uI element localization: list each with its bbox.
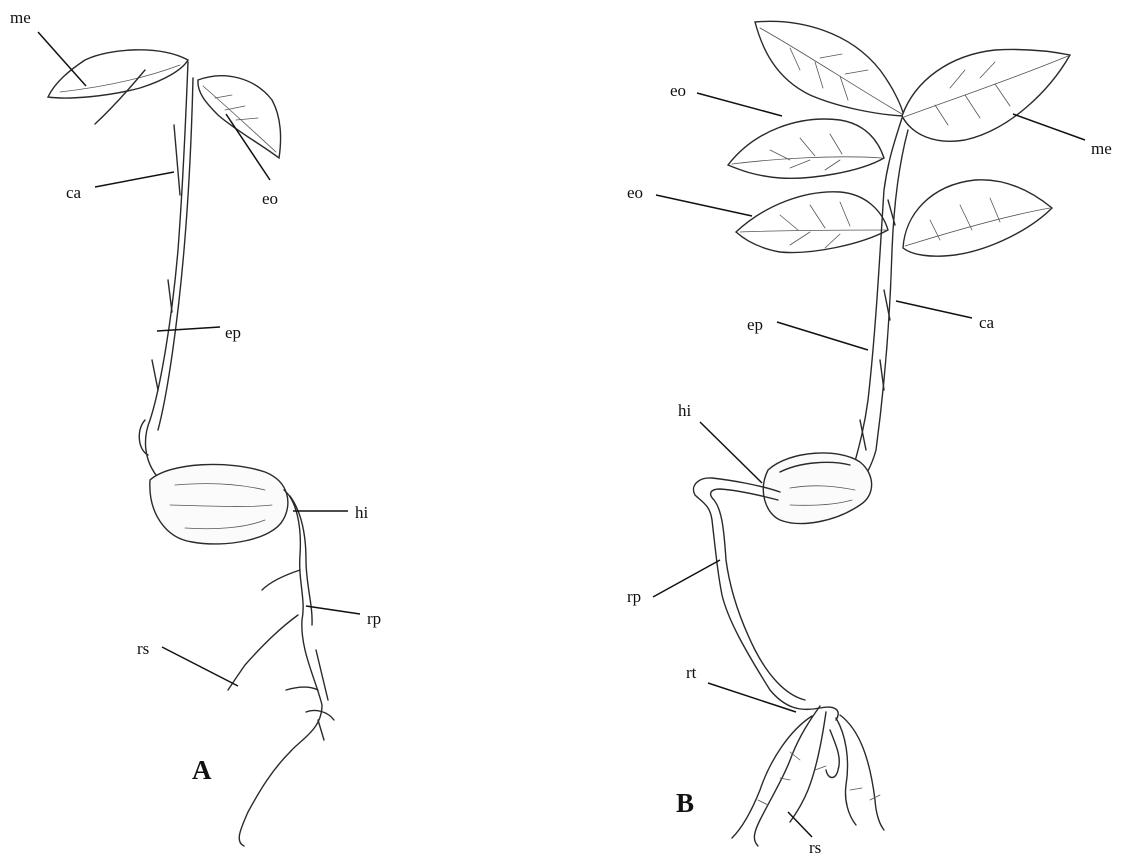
- panel-a-label-hi: hi: [355, 503, 369, 522]
- panel-a-primary-root: [239, 490, 322, 846]
- panel-b-leader-ca: [896, 301, 972, 318]
- panel-b-top-right-leaf: [902, 49, 1070, 141]
- panel-b-bottom-left-leaf: [736, 192, 888, 253]
- panel-a-label-rp: rp: [367, 609, 381, 628]
- panel-b-leader-eo-upper: [697, 93, 782, 116]
- panel-a-label-ep: ep: [225, 323, 241, 342]
- panel-b-leader-me: [1013, 114, 1085, 140]
- panel-b-label-me: me: [1091, 139, 1112, 158]
- panel-a-label-rs: rs: [137, 639, 149, 658]
- panel-b-leader-rs: [788, 812, 812, 837]
- panel-b-drawing: [694, 21, 1070, 846]
- panel-a-leader-rs: [162, 647, 238, 686]
- panel-b-leader-ep: [777, 322, 868, 350]
- panel-a-leader-lines: [38, 32, 360, 686]
- panel-b-label-ep: ep: [747, 315, 763, 334]
- panel-a-leader-ep: [157, 327, 220, 331]
- panel-b-label-hi: hi: [678, 401, 692, 420]
- panel-b-leader-eo-lower: [656, 195, 752, 216]
- panel-a-leader-ca: [95, 172, 174, 187]
- panel-a-secondary-root: [228, 615, 298, 690]
- panel-a-stem: [145, 62, 188, 475]
- panel-b-label-rt: rt: [686, 663, 697, 682]
- panel-a-label-me: me: [10, 8, 31, 27]
- panel-b-panel-label: B: [676, 788, 694, 818]
- panel-a-drawing: [48, 50, 334, 846]
- panel-a-seed: [150, 464, 288, 544]
- panel-b-middle-left-leaf: [728, 119, 884, 178]
- panel-b-label-eo-lower: eo: [627, 183, 643, 202]
- panel-b-lateral-roots: [732, 706, 884, 846]
- panel-b-leader-rp: [653, 560, 720, 597]
- panel-a-panel-label: A: [192, 755, 212, 785]
- panel-b-seed: [763, 453, 871, 524]
- panel-a-label-ca: ca: [66, 183, 82, 202]
- panel-b-label-rs: rs: [809, 838, 821, 855]
- panel-a-label-eo: eo: [262, 189, 278, 208]
- panel-a-leader-rp: [306, 606, 360, 614]
- panel-b-label-rp: rp: [627, 587, 641, 606]
- panel-a-right-leaf: [198, 76, 281, 158]
- panel-b-label-ca: ca: [979, 313, 995, 332]
- panel-b-leader-hi: [700, 422, 762, 483]
- panel-b-label-eo-upper: eo: [670, 81, 686, 100]
- panel-b-middle-right-leaf: [903, 180, 1052, 256]
- panel-b-stem: [854, 118, 902, 465]
